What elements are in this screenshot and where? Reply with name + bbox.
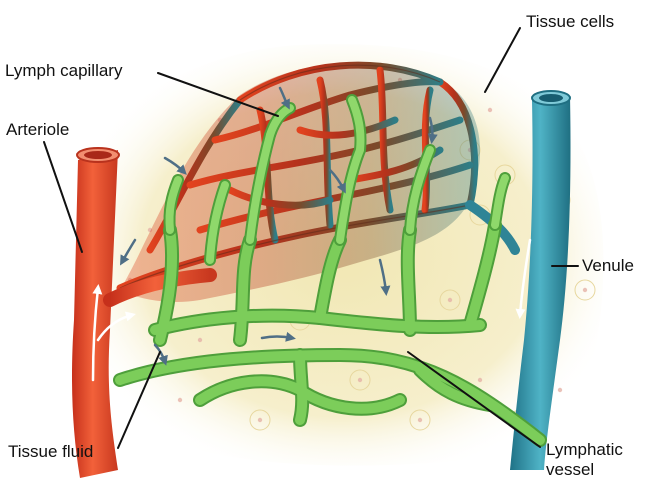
leader-lymph-capillary bbox=[157, 72, 279, 117]
venule-vessel bbox=[465, 90, 571, 470]
leader-tissue-cells bbox=[484, 27, 521, 93]
leader-arteriole bbox=[43, 141, 83, 253]
leader-lines bbox=[43, 27, 579, 449]
lymph-capillaries bbox=[163, 94, 511, 266]
label-lymphatic-vessel-line2: vessel bbox=[546, 460, 595, 479]
leader-tissue-fluid bbox=[117, 351, 161, 449]
label-arteriole: Arteriole bbox=[6, 120, 70, 139]
label-tissue-cells: Tissue cells bbox=[526, 12, 615, 31]
flow-arrows bbox=[120, 86, 438, 366]
label-tissue-fluid: Tissue fluid bbox=[8, 442, 94, 461]
label-lymph-capillary: Lymph capillary bbox=[5, 61, 123, 80]
label-venule: Venule bbox=[582, 256, 634, 275]
arteriole-vessel bbox=[72, 147, 217, 478]
label-lymphatic-vessel-line1: Lymphatic bbox=[546, 440, 623, 459]
label-lymphatic-vessel: Lymphatic vessel bbox=[546, 440, 623, 480]
lymphatic-network bbox=[113, 86, 547, 447]
leader-lymphatic-vessel bbox=[407, 351, 541, 448]
